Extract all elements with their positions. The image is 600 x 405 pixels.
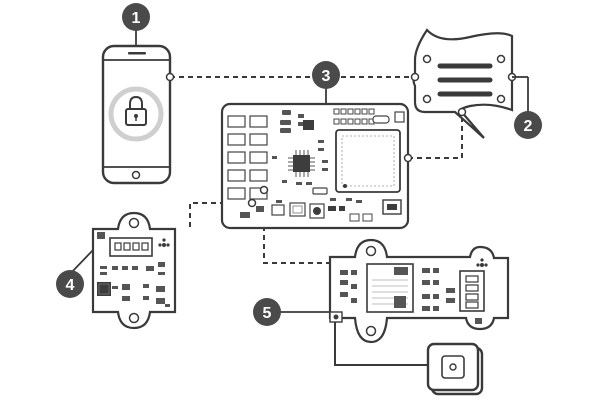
pin-header [333,108,375,125]
callout-number-3: 3 [322,68,331,85]
microcontroller [288,150,315,177]
usb-port [382,199,402,215]
link-board-display [408,112,463,159]
link-board-gps [263,190,330,264]
callout-number-1: 1 [132,10,141,27]
callout-number-2: 2 [524,118,533,135]
gps-antenna-icon [426,342,484,396]
smartphone [101,44,175,185]
text-lines-icon [437,63,493,97]
gps-module [328,238,510,344]
callout-badge-1: 1 [122,3,150,46]
gps-cable [334,318,430,366]
callout-number-4: 4 [66,277,75,294]
padlock-icon [108,86,164,142]
sensor-module [91,211,177,330]
grove-logo-icon [158,238,170,247]
callout-badge-4: 4 [56,249,94,298]
callout-badge-3: 3 [312,61,340,104]
callout-badge-5: 5 [253,298,330,326]
callout-badge-2: 2 [512,76,542,139]
main-board [220,102,413,230]
reset-button [309,203,325,219]
wifi-module [335,129,401,193]
display-module [410,28,517,139]
callout-number-5: 5 [263,305,272,322]
board-connectors [227,115,268,200]
